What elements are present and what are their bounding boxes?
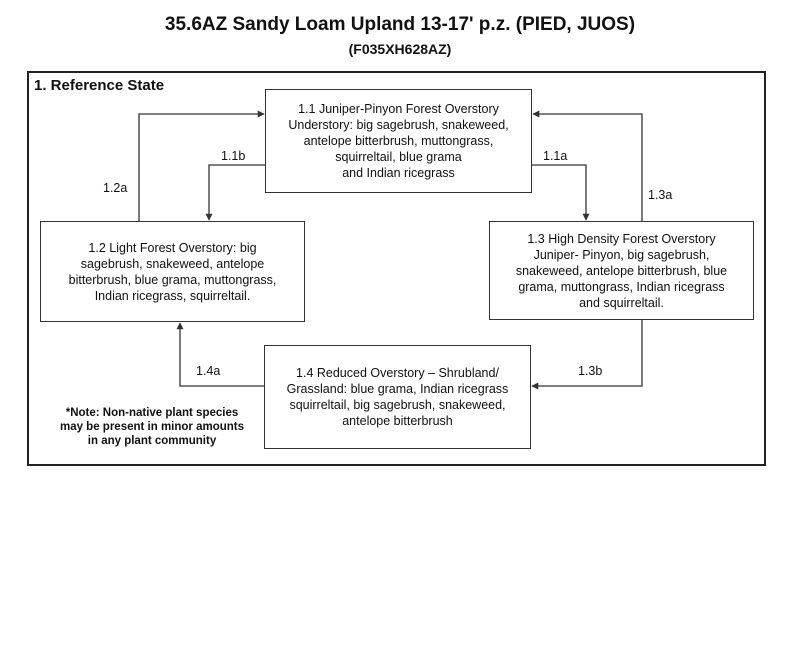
community-1-4-line: antelope bitterbrush <box>342 414 453 428</box>
community-1-1-line: 1.1 Juniper-Pinyon Forest Overstory <box>298 102 499 116</box>
transition-label-1-2a: 1.2a <box>103 181 128 195</box>
community-1-1-line: Understory: big sagebrush, snakeweed, <box>288 118 509 132</box>
community-1-3-box: 1.3 High Density Forest Overstory Junipe… <box>489 221 754 320</box>
arrow-1-2a <box>138 110 265 221</box>
community-1-3-line: and squirreltail. <box>579 295 664 310</box>
arrow-1-1a <box>532 164 590 221</box>
community-1-4-line: squirreltail, big sagebrush, snakeweed, <box>289 398 506 412</box>
reference-state-frame <box>27 71 766 466</box>
non-native-species-note: *Note: Non-native plant species may be p… <box>44 406 260 448</box>
transition-label-1-3b: 1.3b <box>578 364 603 378</box>
community-1-1-line: antelope bitterbrush, muttongrass, <box>303 134 494 148</box>
arrow-1-3b <box>531 320 643 390</box>
community-1-3-line: 1.3 High Density Forest Overstory <box>527 231 716 246</box>
community-1-4-box: 1.4 Reduced Overstory – Shrubland/ Grass… <box>264 345 531 449</box>
note-line: *Note: Non-native plant species <box>65 407 239 419</box>
community-1-2-line: sagebrush, snakeweed, antelope <box>80 256 265 271</box>
arrow-1-3a <box>532 110 643 221</box>
arrow-1-1b <box>205 164 265 221</box>
community-1-1-line: squirreltail, blue grama <box>335 150 462 164</box>
note-line: may be present in minor amounts <box>59 421 245 433</box>
community-1-4-line: Grassland: blue grama, Indian ricegrass <box>286 382 509 396</box>
community-1-3-line: snakeweed, antelope bitterbrush, blue <box>515 263 728 278</box>
transition-label-1-3a: 1.3a <box>648 188 673 202</box>
community-1-4-line: 1.4 Reduced Overstory – Shrubland/ <box>296 366 499 380</box>
diagram-subtitle: (F035XH628AZ) <box>348 41 452 57</box>
community-1-2-line: bitterbrush, blue grama, muttongrass, <box>68 272 277 287</box>
note-line: in any plant community <box>87 435 217 447</box>
community-1-2-box: 1.2 Light Forest Overstory: big sagebrus… <box>40 221 305 322</box>
community-1-1-box: 1.1 Juniper-Pinyon Forest Overstory Unde… <box>265 89 532 193</box>
reference-state-label: 1. Reference State <box>34 77 165 94</box>
arrow-1-4a <box>176 322 264 387</box>
community-1-1-line: and Indian ricegrass <box>342 166 455 180</box>
community-1-3-line: Juniper- Pinyon, big sagebrush, <box>533 247 710 262</box>
transition-label-1-1a: 1.1a <box>543 149 568 163</box>
community-1-3-line: grama, muttongrass, Indian ricegrass <box>518 279 725 294</box>
community-1-2-line: 1.2 Light Forest Overstory: big <box>88 240 257 255</box>
community-1-2-line: Indian ricegrass, squirreltail. <box>94 288 251 303</box>
diagram-title: 35.6AZ Sandy Loam Upland 13-17' p.z. (PI… <box>164 14 636 35</box>
transition-label-1-1b: 1.1b <box>221 149 246 163</box>
transition-label-1-4a: 1.4a <box>196 364 221 378</box>
